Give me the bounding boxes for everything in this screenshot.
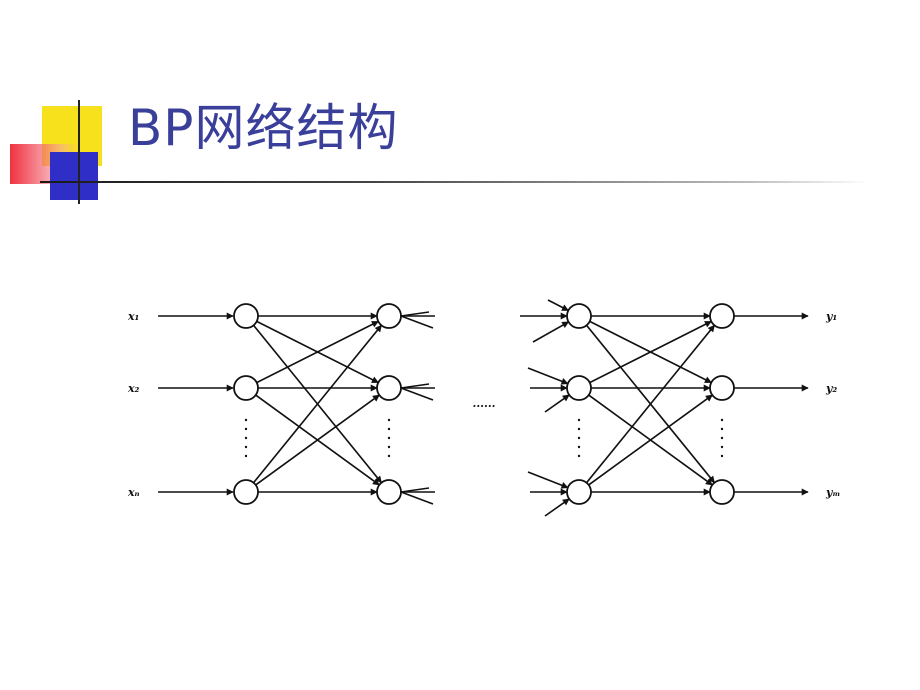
output-label: y₂ — [825, 382, 837, 395]
neuron-layer4-node1 — [709, 303, 735, 329]
decor-vertical-rule — [78, 100, 80, 204]
vertical-ellipsis-dot — [244, 427, 248, 431]
vertical-ellipsis-dot — [720, 454, 724, 458]
vertical-ellipsis-dot — [387, 427, 391, 431]
neuron-layer1-node3 — [233, 479, 259, 505]
decor-blue-square — [50, 152, 98, 200]
input-label: x₁ — [127, 310, 139, 323]
vertical-ellipsis-dot — [244, 436, 248, 440]
neuron-layer4-node2 — [709, 375, 735, 401]
connection-edge — [252, 324, 383, 484]
connection-edge — [585, 324, 716, 484]
input-label: x₂ — [127, 382, 140, 395]
vertical-ellipsis-dot — [577, 454, 581, 458]
vertical-ellipsis-dot — [387, 418, 391, 422]
vertical-ellipsis-dot — [720, 427, 724, 431]
fanin-stub — [547, 299, 569, 312]
fanout-stub — [400, 387, 434, 401]
neuron-layer3-node2 — [566, 375, 592, 401]
vertical-ellipsis-dot — [387, 454, 391, 458]
fanin-stub — [532, 321, 570, 343]
neuron-layer1-node2 — [233, 375, 259, 401]
neuron-layer3-node3 — [566, 479, 592, 505]
connection-edge — [589, 320, 712, 384]
slide-title: BP网络结构 — [128, 99, 399, 157]
connection-edge — [256, 320, 379, 384]
output-label: y₁ — [825, 310, 837, 323]
vertical-ellipsis-dot — [720, 418, 724, 422]
output-label: yₘ — [825, 486, 840, 499]
connection-edge — [255, 394, 380, 486]
vertical-ellipsis-dot — [720, 436, 724, 440]
vertical-ellipsis-dot — [577, 436, 581, 440]
vertical-ellipsis-dot — [577, 427, 581, 431]
vertical-ellipsis-dot — [577, 418, 581, 422]
title-underline — [40, 181, 870, 183]
fanout-stub — [400, 315, 434, 329]
vertical-ellipsis-dot — [244, 454, 248, 458]
neuron-layer2-node3 — [376, 479, 402, 505]
vertical-ellipsis-dot — [244, 445, 248, 449]
neuron-layer2-node1 — [376, 303, 402, 329]
fanout-stub — [400, 491, 434, 505]
neuron-layer1-node1 — [233, 303, 259, 329]
vertical-ellipsis-dot — [244, 418, 248, 422]
fanin-stub — [544, 394, 570, 413]
fanin-stub — [527, 367, 569, 385]
layer-ellipsis: ······ — [473, 400, 496, 413]
input-label: xₙ — [127, 486, 140, 499]
neuron-layer3-node1 — [566, 303, 592, 329]
fanin-stub — [544, 498, 570, 517]
vertical-ellipsis-dot — [720, 445, 724, 449]
neuron-layer4-node3 — [709, 479, 735, 505]
vertical-ellipsis-dot — [577, 445, 581, 449]
fanin-stub — [527, 471, 569, 489]
vertical-ellipsis-dot — [387, 445, 391, 449]
vertical-ellipsis-dot — [387, 436, 391, 440]
connection-edge — [588, 394, 713, 486]
neuron-layer2-node2 — [376, 375, 402, 401]
